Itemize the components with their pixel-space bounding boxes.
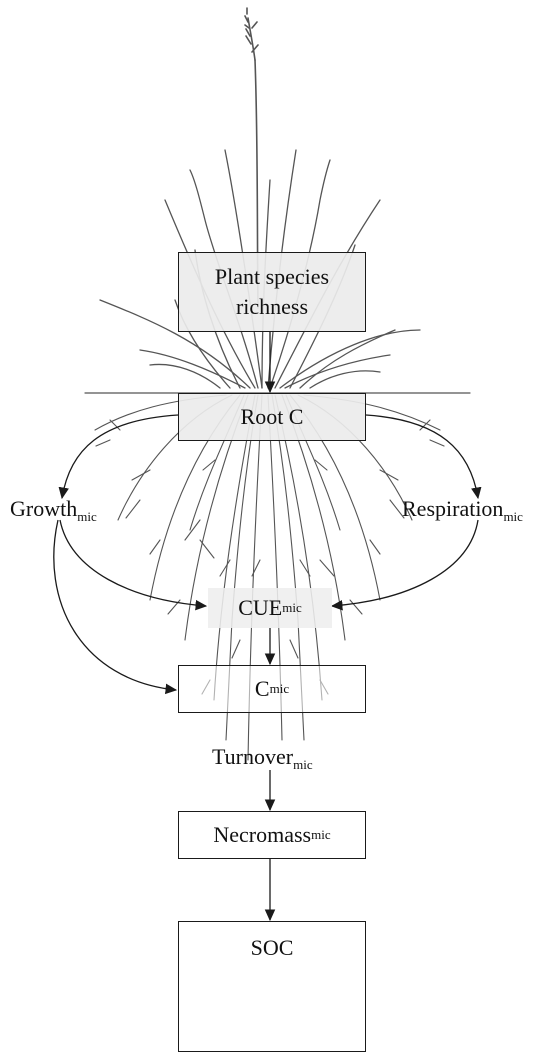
soc-label: SOC xyxy=(251,933,294,963)
arrow-respiration-to-cue xyxy=(332,520,478,606)
respiration-mic-label: Respirationmic xyxy=(402,496,523,522)
root-c-box: Root C xyxy=(178,393,366,441)
growth-mic-label: Growthmic xyxy=(10,496,97,522)
arrow-growth-to-cue xyxy=(60,520,206,606)
plant-species-richness-box: Plant species richness xyxy=(178,252,366,332)
soc-box: SOC xyxy=(178,921,366,1052)
plant-species-richness-line2: richness xyxy=(236,292,308,322)
plant-species-richness-line1: Plant species xyxy=(215,262,329,292)
root-c-label: Root C xyxy=(241,402,304,432)
arrow-growth-to-cmic xyxy=(54,520,176,690)
turnover-mic-label: Turnovermic xyxy=(212,744,313,770)
arrow-rootc-to-growth xyxy=(62,415,178,498)
grass-plant-illustration xyxy=(85,8,470,760)
